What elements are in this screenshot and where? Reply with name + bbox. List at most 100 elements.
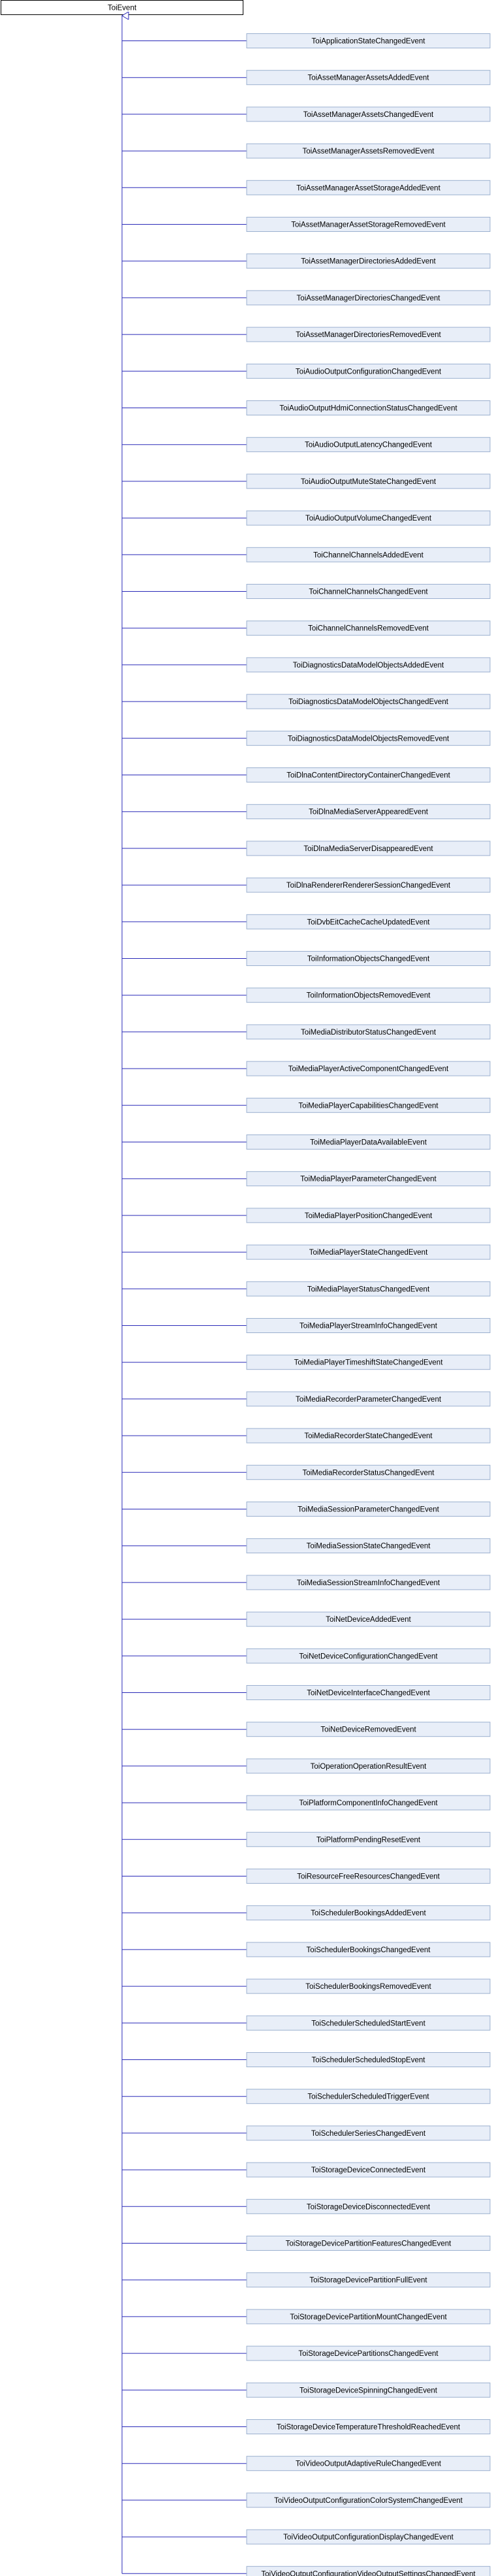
derived-class-node[interactable]: ToiMediaPlayerTimeshiftStateChangedEvent	[246, 1355, 491, 1370]
derived-class-node[interactable]: ToiAssetManagerDirectoriesAddedEvent	[246, 253, 491, 269]
derived-class-node[interactable]: ToiVideoOutputConfigurationDisplayChange…	[246, 2529, 491, 2545]
derived-class-node[interactable]: ToiSchedulerBookingsRemovedEvent	[246, 1978, 491, 1994]
derived-class-node[interactable]: ToiChannelChannelsChangedEvent	[246, 584, 491, 599]
derived-class-node[interactable]: ToiMediaRecorderParameterChangedEvent	[246, 1391, 491, 1407]
derived-class-node[interactable]: ToiInformationObjectsChangedEvent	[246, 951, 491, 966]
derived-class-label: ToiAssetManagerAssetStorageAddedEvent	[296, 184, 440, 192]
derived-class-label: ToiMediaPlayerActiveComponentChangedEven…	[288, 1065, 449, 1073]
derived-classes: ToiApplicationStateChangedEventToiAssetM…	[122, 33, 491, 2576]
derived-class-label: ToiSchedulerBookingsChangedEvent	[307, 1946, 431, 1954]
derived-class-label: ToiInformationObjectsChangedEvent	[307, 956, 430, 963]
derived-class-node[interactable]: ToiAudioOutputConfigurationChangedEvent	[246, 363, 491, 379]
derived-class-label: ToiMediaRecorderStatusChangedEvent	[302, 1469, 435, 1477]
derived-class-label: ToiStorageDevicePartitionFullEvent	[309, 2277, 427, 2285]
derived-class-node[interactable]: ToiDvbEitCacheCacheUpdatedEvent	[246, 914, 491, 929]
derived-class-node[interactable]: ToiDiagnosticsDataModelObjectsChangedEve…	[246, 694, 491, 709]
derived-class-node[interactable]: ToiAssetManagerAssetStorageRemovedEvent	[246, 217, 491, 232]
derived-class-node[interactable]: ToiVideoOutputAdaptiveRuleChangedEvent	[246, 2456, 491, 2471]
derived-class-node[interactable]: ToiChannelChannelsAddedEvent	[246, 547, 491, 562]
derived-class-node[interactable]: ToiNetDeviceInterfaceChangedEvent	[246, 1685, 491, 1700]
derived-class-label: ToiAssetManagerAssetsChangedEvent	[303, 111, 434, 119]
derived-class-node[interactable]: ToiMediaSessionStreamInfoChangedEvent	[246, 1575, 491, 1590]
derived-class-node[interactable]: ToiMediaPlayerActiveComponentChangedEven…	[246, 1061, 491, 1076]
derived-class-node[interactable]: ToiApplicationStateChangedEvent	[246, 33, 491, 48]
derived-class-node[interactable]: ToiStorageDevicePartitionsChangedEvent	[246, 2345, 491, 2361]
derived-class-node[interactable]: ToiDiagnosticsDataModelObjectsAddedEvent	[246, 657, 491, 673]
derived-class-node[interactable]: ToiStorageDevicePartitionFullEvent	[246, 2272, 491, 2288]
derived-class-node[interactable]: ToiAssetManagerAssetsChangedEvent	[246, 106, 491, 122]
derived-class-label: ToiDiagnosticsDataModelObjectsChangedEve…	[288, 698, 449, 706]
derived-class-label: ToiMediaPlayerStatusChangedEvent	[307, 1285, 430, 1293]
derived-class-node[interactable]: ToiMediaPlayerStreamInfoChangedEvent	[246, 1318, 491, 1333]
base-class-label: ToiEvent	[108, 5, 137, 12]
derived-class-node[interactable]: ToiDlnaMediaServerAppearedEvent	[246, 804, 491, 820]
derived-class-node[interactable]: ToiMediaRecorderStateChangedEvent	[246, 1428, 491, 1443]
derived-class-node[interactable]: ToiAssetManagerAssetsAddedEvent	[246, 70, 491, 86]
derived-class-node[interactable]: ToiDlnaContentDirectoryContainerChangedE…	[246, 767, 491, 782]
derived-class-node[interactable]: ToiMediaPlayerPositionChangedEvent	[246, 1208, 491, 1223]
derived-class-label: ToiVideoOutputConfigurationVideoOutputSe…	[261, 2570, 476, 2576]
derived-class-node[interactable]: ToiSchedulerSeriesChangedEvent	[246, 2125, 491, 2141]
derived-class-node[interactable]: ToiOperationOperationResultEvent	[246, 1758, 491, 1774]
derived-class-node[interactable]: ToiSchedulerScheduledTriggerEvent	[246, 2089, 491, 2104]
derived-class-node[interactable]: ToiAudioOutputMuteStateChangedEvent	[246, 474, 491, 489]
derived-class-label: ToiPlatformComponentInfoChangedEvent	[299, 1799, 438, 1807]
derived-class-node[interactable]: ToiNetDeviceRemovedEvent	[246, 1722, 491, 1737]
derived-class-node[interactable]: ToiAudioOutputHdmiConnectionStatusChange…	[246, 400, 491, 415]
derived-class-node[interactable]: ToiStorageDeviceSpinningChangedEvent	[246, 2382, 491, 2398]
derived-class-node[interactable]: ToiAssetManagerDirectoriesChangedEvent	[246, 290, 491, 306]
derived-class-label: ToiSchedulerBookingsAddedEvent	[311, 1910, 426, 1918]
derived-class-label: ToiNetDeviceConfigurationChangedEvent	[299, 1652, 438, 1660]
derived-class-label: ToiAssetManagerDirectoriesAddedEvent	[301, 258, 436, 266]
derived-class-node[interactable]: ToiStorageDeviceTemperatureThresholdReac…	[246, 2419, 491, 2434]
derived-class-node[interactable]: ToiResourceFreeResourcesChangedEvent	[246, 1869, 491, 1884]
derived-class-node[interactable]: ToiSchedulerBookingsAddedEvent	[246, 1905, 491, 1921]
derived-class-label: ToiMediaSessionStateChangedEvent	[307, 1543, 431, 1551]
derived-class-label: ToiStorageDevicePartitionFeaturesChanged…	[286, 2240, 452, 2248]
derived-class-node[interactable]: ToiVideoOutputConfigurationVideoOutputSe…	[246, 2566, 491, 2576]
base-class-node[interactable]: ToiEvent	[1, 0, 243, 15]
derived-class-node[interactable]: ToiDlnaMediaServerDisappearedEvent	[246, 841, 491, 856]
derived-class-node[interactable]: ToiVideoOutputConfigurationColorSystemCh…	[246, 2492, 491, 2508]
derived-class-node[interactable]: ToiAudioOutputVolumeChangedEvent	[246, 510, 491, 526]
derived-class-node[interactable]: ToiNetDeviceConfigurationChangedEvent	[246, 1648, 491, 1664]
derived-class-node[interactable]: ToiMediaSessionStateChangedEvent	[246, 1538, 491, 1554]
derived-class-label: ToiMediaPlayerParameterChangedEvent	[300, 1176, 437, 1183]
derived-class-node[interactable]: ToiMediaPlayerStatusChangedEvent	[246, 1281, 491, 1296]
derived-class-node[interactable]: ToiMediaDistributorStatusChangedEvent	[246, 1024, 491, 1040]
derived-class-label: ToiOperationOperationResultEvent	[311, 1763, 427, 1771]
derived-class-node[interactable]: ToiStorageDevicePartitionFeaturesChanged…	[246, 2236, 491, 2251]
derived-class-node[interactable]: ToiPlatformComponentInfoChangedEvent	[246, 1795, 491, 1811]
derived-class-label: ToiDlnaMediaServerDisappearedEvent	[303, 845, 433, 853]
derived-class-label: ToiMediaPlayerDataAvailableEvent	[310, 1139, 427, 1147]
derived-class-node[interactable]: ToiMediaSessionParameterChangedEvent	[246, 1502, 491, 1517]
derived-class-node[interactable]: ToiMediaPlayerParameterChangedEvent	[246, 1171, 491, 1187]
derived-class-node[interactable]: ToiAudioOutputLatencyChangedEvent	[246, 437, 491, 453]
derived-class-node[interactable]: ToiMediaPlayerCapabilitiesChangedEvent	[246, 1097, 491, 1113]
derived-class-node[interactable]: ToiDiagnosticsDataModelObjectsRemovedEve…	[246, 730, 491, 746]
derived-class-node[interactable]: ToiAssetManagerDirectoriesRemovedEvent	[246, 327, 491, 342]
derived-class-node[interactable]: ToiAssetManagerAssetStorageAddedEvent	[246, 180, 491, 195]
derived-class-node[interactable]: ToiAssetManagerAssetsRemovedEvent	[246, 143, 491, 159]
derived-class-node[interactable]: ToiStorageDeviceConnectedEvent	[246, 2162, 491, 2178]
derived-class-node[interactable]: ToiSchedulerScheduledStartEvent	[246, 2015, 491, 2031]
derived-class-node[interactable]: ToiDlnaRendererRendererSessionChangedEve…	[246, 877, 491, 893]
derived-class-node[interactable]: ToiInformationObjectsRemovedEvent	[246, 988, 491, 1003]
derived-class-node[interactable]: ToiSchedulerScheduledStopEvent	[246, 2052, 491, 2067]
derived-class-label: ToiAudioOutputLatencyChangedEvent	[305, 442, 433, 449]
derived-class-label: ToiMediaPlayerTimeshiftStateChangedEvent	[294, 1359, 444, 1367]
derived-class-node[interactable]: ToiPlatformPendingResetEvent	[246, 1831, 491, 1847]
derived-class-node[interactable]: ToiMediaRecorderStatusChangedEvent	[246, 1464, 491, 1480]
derived-class-node[interactable]: ToiSchedulerBookingsChangedEvent	[246, 1942, 491, 1957]
derived-class-node[interactable]: ToiStorageDevicePartitionMountChangedEve…	[246, 2309, 491, 2325]
derived-class-node[interactable]: ToiNetDeviceAddedEvent	[246, 1611, 491, 1627]
derived-class-label: ToiResourceFreeResourcesChangedEvent	[297, 1873, 440, 1881]
derived-class-node[interactable]: ToiStorageDeviceDisconnectedEvent	[246, 2198, 491, 2214]
derived-class-label: ToiMediaPlayerPositionChangedEvent	[305, 1212, 433, 1220]
derived-class-label: ToiAudioOutputVolumeChangedEvent	[305, 515, 432, 523]
derived-class-label: ToiPlatformPendingResetEvent	[316, 1836, 421, 1844]
derived-class-node[interactable]: ToiMediaPlayerStateChangedEvent	[246, 1244, 491, 1260]
derived-class-node[interactable]: ToiMediaPlayerDataAvailableEvent	[246, 1135, 491, 1150]
derived-class-node[interactable]: ToiChannelChannelsRemovedEvent	[246, 620, 491, 636]
